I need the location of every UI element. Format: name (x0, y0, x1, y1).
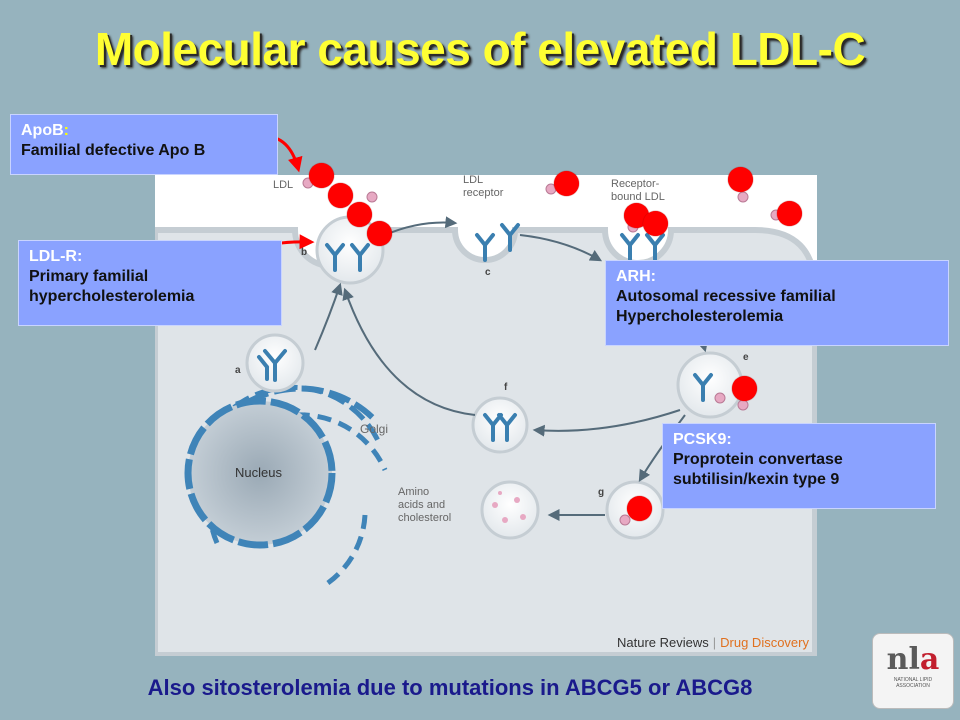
callout-pcsk9-heading: PCSK9: (673, 431, 732, 448)
callout-ldlr-text-1: Primary familial (29, 268, 149, 285)
callout-ldlr-text-2: hypercholesterolemia (29, 288, 195, 305)
red-marker (777, 201, 802, 226)
credit-journal: Drug Discovery (720, 635, 809, 650)
nucleus (184, 397, 336, 549)
logo-mark-n: nl (886, 642, 920, 677)
callout-apob: ApoB: Familial defective Apo B (10, 114, 278, 175)
red-marker (732, 376, 757, 401)
callout-arh-heading: ARH: (616, 268, 656, 285)
red-marker (554, 171, 579, 196)
degraded-fragments (492, 491, 526, 523)
logo-mark-a: a (919, 642, 940, 677)
vesicle-f (471, 396, 529, 454)
receptor-bound-label-1: Receptor- (611, 178, 660, 190)
footer-note: Also sitosterolemia due to mutations in … (147, 675, 753, 700)
step-letter-a: a (235, 365, 241, 376)
nucleus-label: Nucleus (235, 465, 282, 480)
nla-logo: nla NATIONAL LIPID ASSOCIATION (872, 633, 954, 709)
red-marker (347, 202, 372, 227)
callout-pcsk9-text-2: subtilisin/kexin type 9 (673, 471, 840, 488)
red-marker (643, 211, 668, 236)
ldl-label: LDL (273, 179, 293, 191)
red-marker (367, 221, 392, 246)
callout-ldlr: LDL-R: Primary familial hypercholesterol… (18, 240, 282, 326)
step-letter-f: f (504, 382, 508, 393)
golgi-label: Golgi (360, 422, 388, 436)
figure-credit: Nature Reviews|Drug Discovery (617, 635, 809, 650)
logo-sub-2: ASSOCIATION (896, 683, 930, 689)
callout-arh: ARH: Autosomal recessive familial Hyperc… (605, 260, 949, 346)
red-marker (328, 183, 353, 208)
callout-apob-colon: : (63, 122, 69, 139)
callout-apob-heading: ApoB (21, 122, 64, 139)
ldl-receptors (257, 223, 713, 442)
ldl-receptor-label-2: receptor (463, 187, 504, 199)
callout-ldlr-heading: LDL-R: (29, 248, 83, 265)
logo-sub-1: NATIONAL LIPID (893, 677, 933, 683)
lysosome-products (480, 480, 540, 540)
callout-pcsk9: PCSK9: Proprotein convertase subtilisin/… (662, 423, 936, 509)
red-marker (627, 496, 652, 521)
step-letter-b: b (301, 247, 307, 258)
red-marker (309, 163, 334, 188)
step-letter-g: g (598, 487, 604, 498)
callout-apob-text: Familial defective Apo B (21, 142, 206, 159)
callout-arh-text-1: Autosomal recessive familial (616, 288, 836, 305)
receptor-bound-label-2: bound LDL (611, 191, 665, 203)
step-letter-c: c (485, 267, 491, 278)
credit-source: Nature Reviews (616, 635, 709, 650)
step-letter-e: e (743, 352, 749, 363)
credit-separator: | (712, 635, 717, 650)
slide-title: Molecular causes of elevated LDL-C (94, 23, 866, 75)
callout-arh-text-2: Hypercholesterolemia (616, 308, 784, 325)
amino-acids-label-1: Amino (398, 486, 429, 498)
amino-acids-label-3: cholesterol (398, 512, 451, 524)
callout-pcsk9-text-1: Proprotein convertase (673, 451, 843, 468)
ldl-receptor-label-1: LDL (463, 175, 483, 186)
logo-mark: nla (873, 642, 953, 677)
red-marker (728, 167, 753, 192)
amino-acids-label-2: acids and (398, 499, 445, 511)
